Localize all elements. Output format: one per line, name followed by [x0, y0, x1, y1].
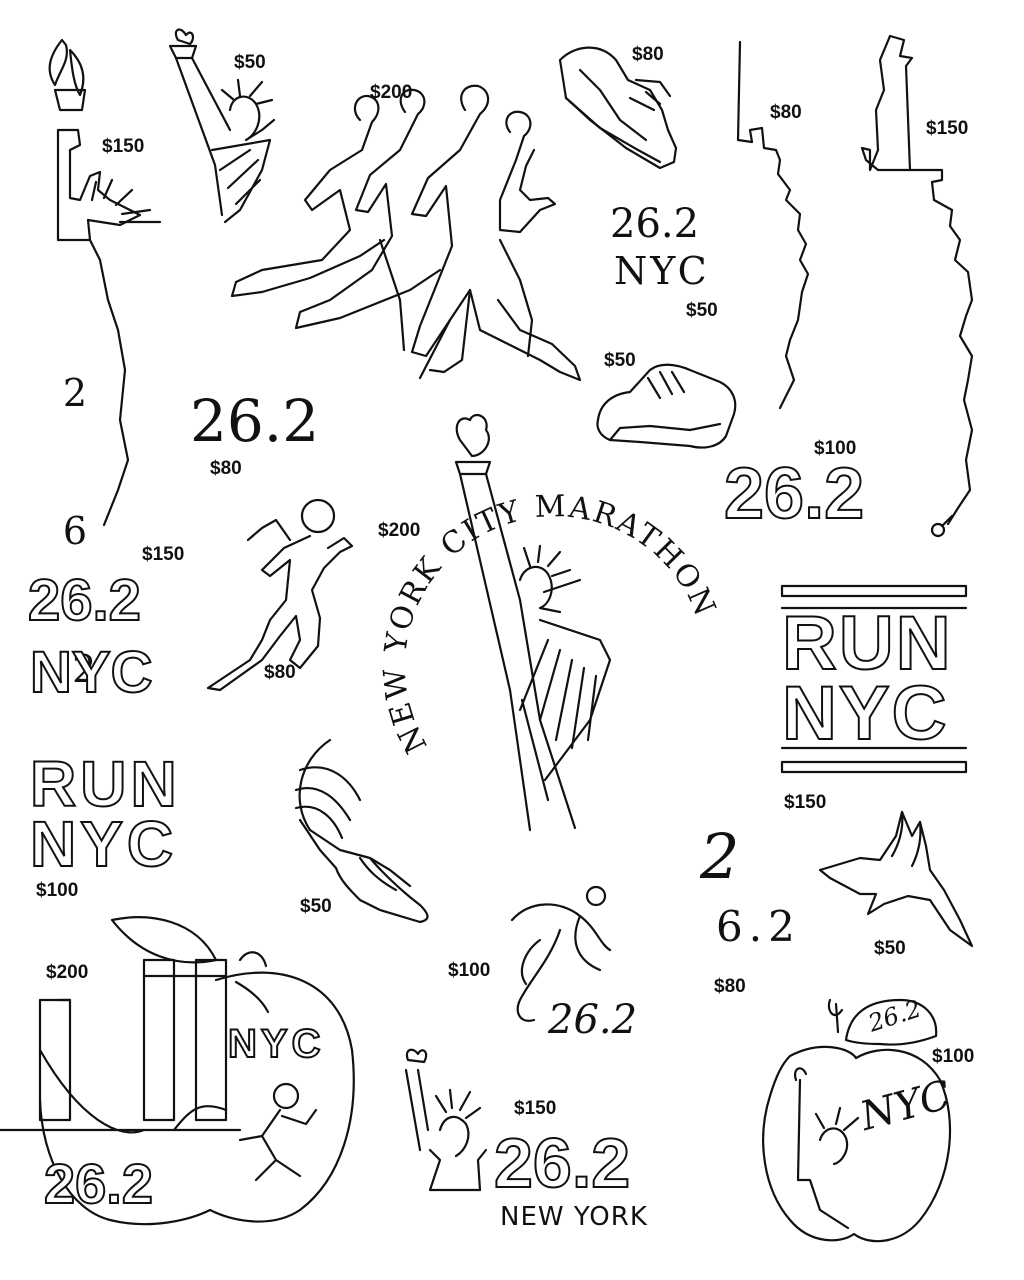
- liberty-emblem-icon: [454, 413, 612, 832]
- price-tag: $100: [36, 880, 79, 901]
- price-tag: $80: [770, 102, 802, 123]
- price-tag: $150: [784, 792, 827, 813]
- torch-icon: [48, 38, 87, 112]
- rabbit-icon: [818, 810, 974, 948]
- block-nyc-lettering: NYC: [781, 671, 949, 756]
- liberty-new-york-lettering: NEW YORK: [500, 1202, 648, 1232]
- price-tag: $150: [926, 118, 969, 139]
- price-tag: $50: [300, 896, 332, 917]
- script-262-runner: 26.2: [548, 997, 638, 1043]
- loop-262-top: 2: [700, 820, 740, 893]
- rounded-run-lettering: RUN: [29, 748, 181, 820]
- price-tag: $200: [370, 82, 413, 103]
- manhattan-map-icon: [860, 34, 974, 538]
- apple-bridge-icon: [0, 916, 355, 1226]
- skyline-liberty-icon: [56, 128, 162, 527]
- vertical-digit-6: 6: [62, 509, 88, 553]
- price-tag: $50: [604, 350, 636, 371]
- price-tag: $80: [210, 458, 242, 479]
- block-run-lettering: RUN: [781, 601, 953, 686]
- outline-262-right: 26.2: [723, 454, 865, 534]
- runners-group-icon: [230, 84, 582, 382]
- script-runner-icon: [510, 885, 612, 1022]
- price-tag: $150: [102, 136, 145, 157]
- apple-liberty-icon: [762, 998, 952, 1243]
- price-tag: $80: [714, 976, 746, 997]
- price-tag: $50: [686, 300, 718, 321]
- liberty-torch-arm-icon: [168, 28, 276, 224]
- price-tag: $100: [814, 438, 857, 459]
- price-tag: $150: [514, 1098, 557, 1119]
- price-tag: $80: [264, 662, 296, 683]
- running-shoe-icon: [558, 46, 678, 170]
- price-tag: $100: [448, 960, 491, 981]
- liberty-262-lettering: 26.2: [493, 1124, 631, 1202]
- price-tag: $100: [932, 1046, 975, 1067]
- serif-262-lettering: 26.2: [190, 387, 320, 455]
- female-runner-icon: [206, 498, 354, 692]
- price-tag: $200: [378, 520, 421, 541]
- vertical-digit-2: 2: [62, 371, 88, 415]
- outline-262-left: 26.2: [27, 568, 142, 633]
- outline-nyc-left: NYC: [29, 640, 153, 705]
- vertical-262-lettering: 2 6 .2: [60, 278, 96, 784]
- apple-nyc-lettering: NYC: [227, 1022, 325, 1066]
- sneaker-icon: [596, 363, 737, 449]
- loop-262-bottom: 6.2: [716, 902, 801, 951]
- rounded-nyc-lettering: NYC: [29, 808, 178, 880]
- winged-foot-icon: [294, 738, 429, 924]
- price-tag: $50: [234, 52, 266, 73]
- price-tag: $150: [142, 544, 185, 565]
- apple-262-lettering: 26.2: [43, 1152, 154, 1215]
- liberty-bust-icon: [404, 1048, 488, 1192]
- price-tag: $200: [46, 962, 89, 983]
- serif-262-nyc-top: 26.2: [610, 201, 700, 247]
- price-tag: $50: [874, 938, 906, 959]
- manhattan-island-icon: [736, 40, 810, 410]
- serif-262-nyc-bottom: NYC: [614, 249, 710, 293]
- price-tag: $80: [632, 44, 664, 65]
- run-nyc-block-frame: [780, 584, 968, 774]
